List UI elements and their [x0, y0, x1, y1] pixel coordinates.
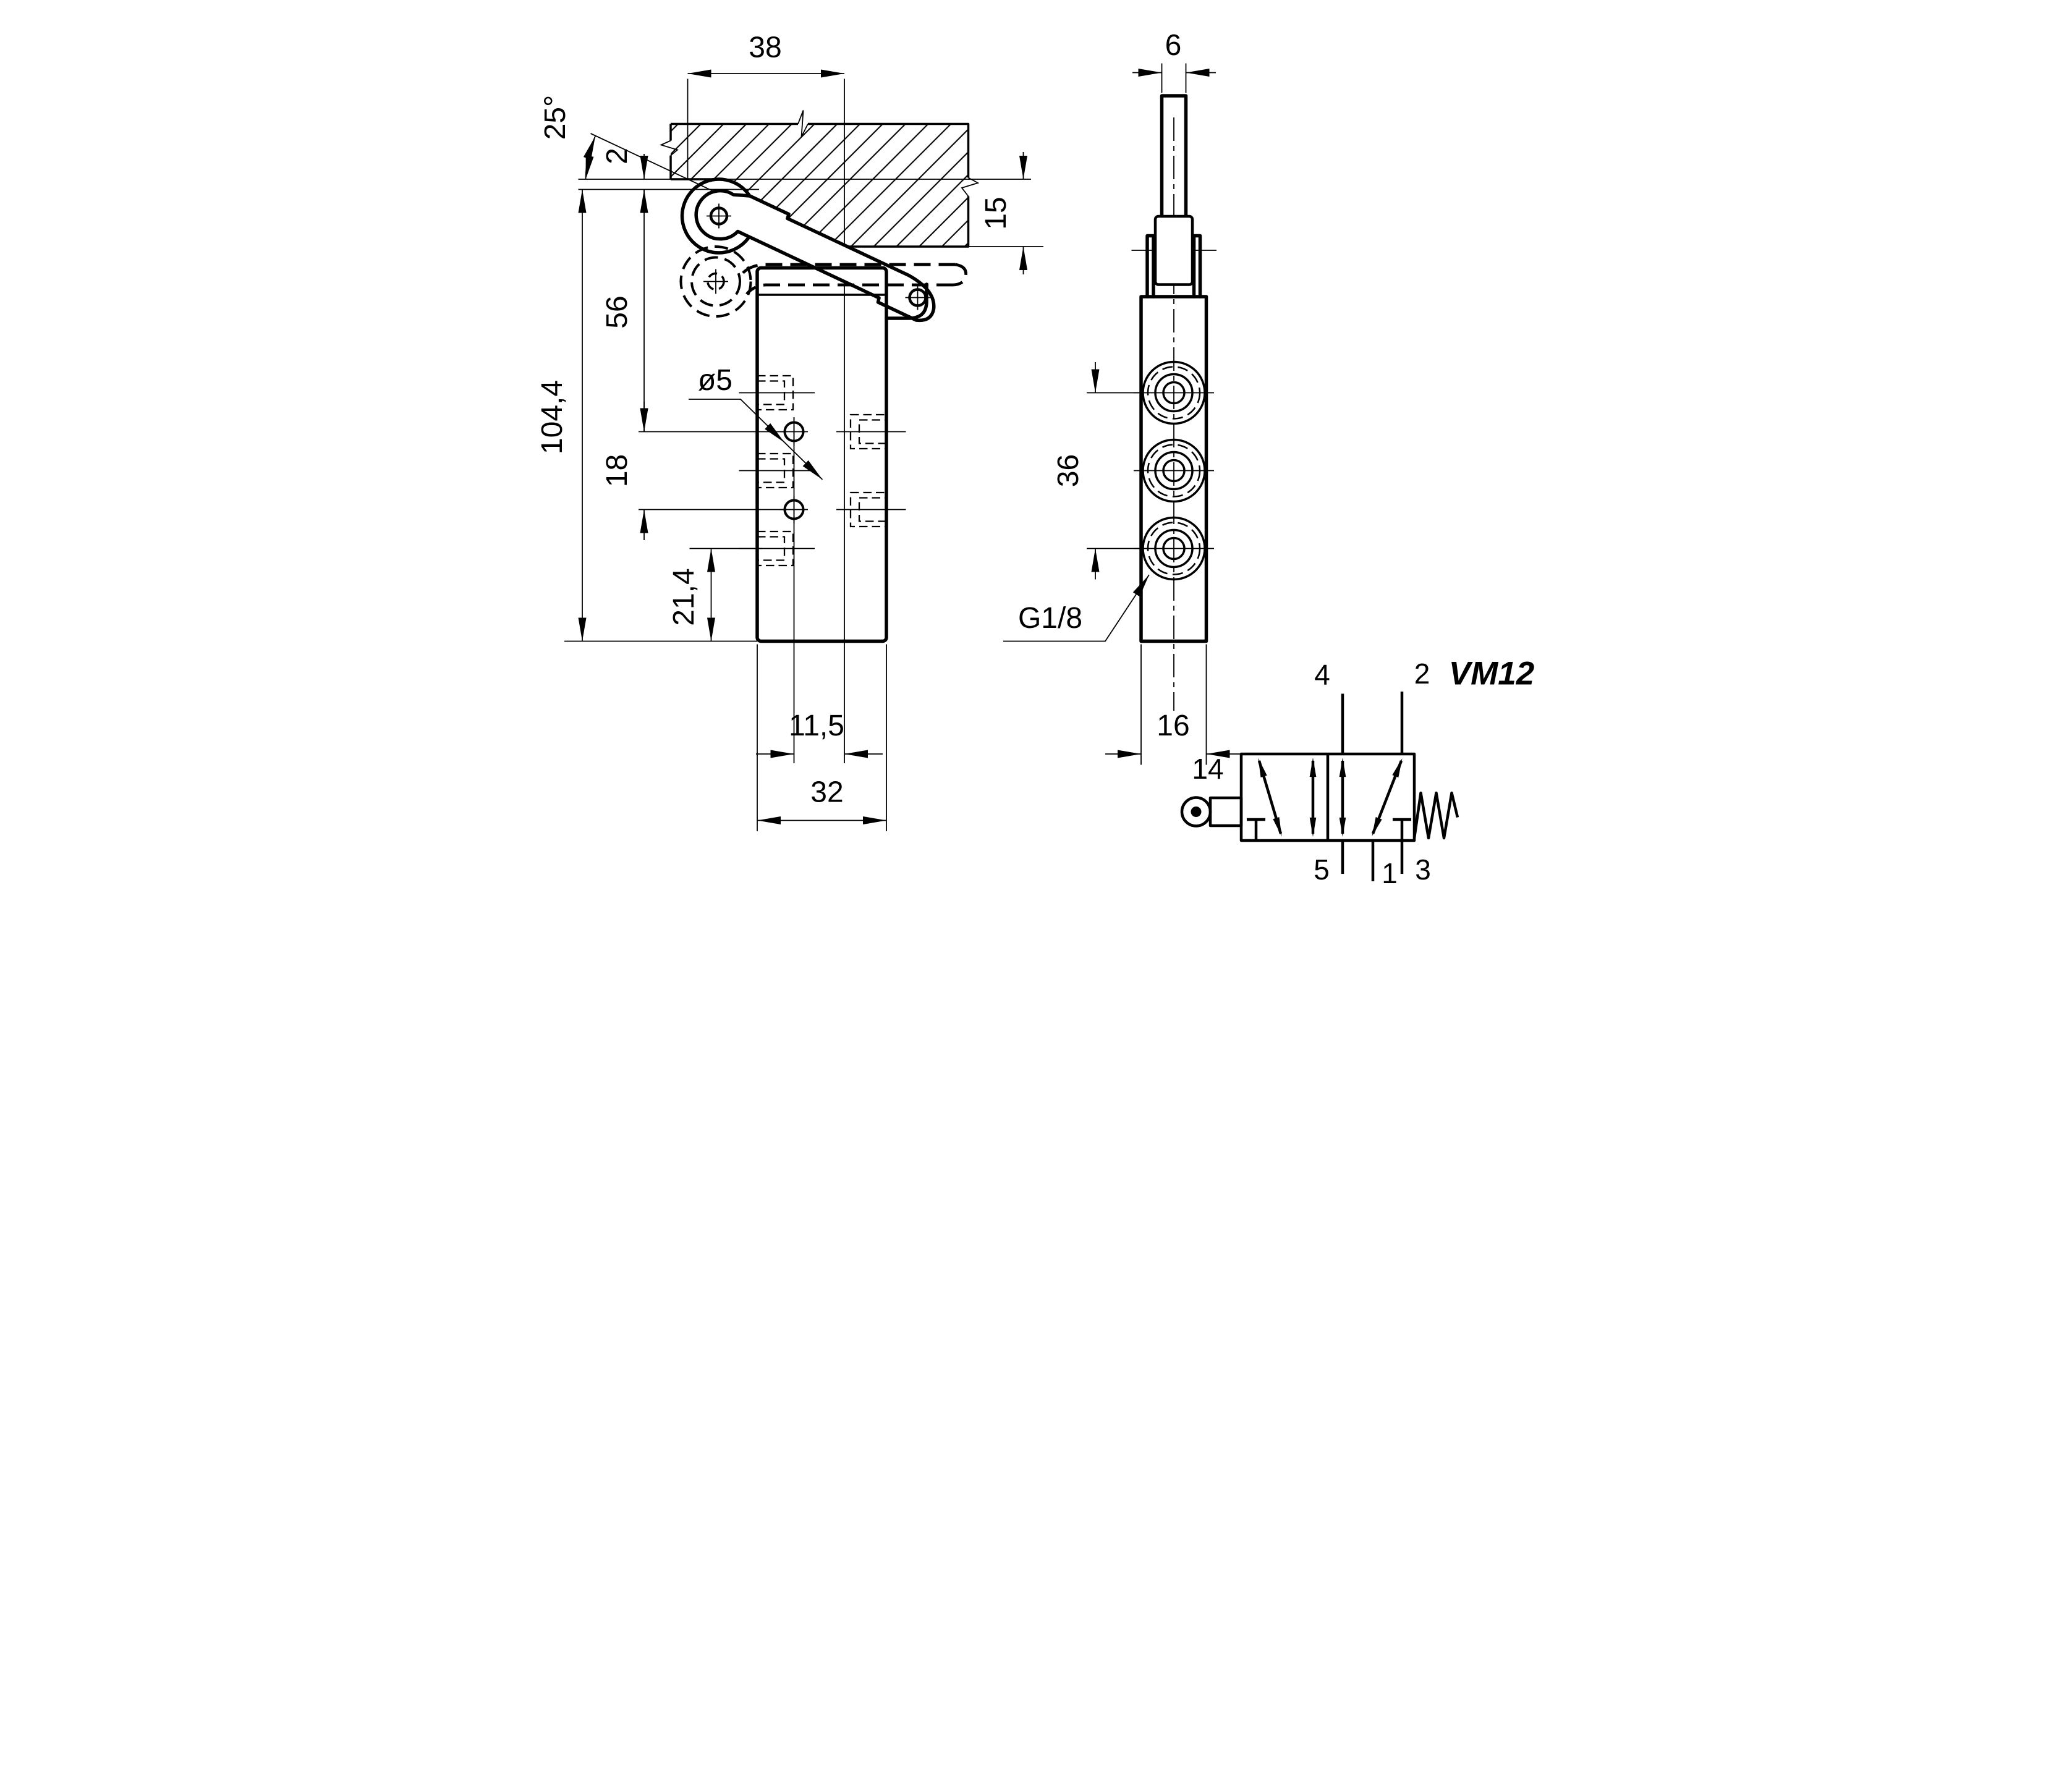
port-1-label: 1 [1382, 857, 1398, 885]
dim-32: 32 [757, 776, 886, 824]
front-ports [1134, 360, 1214, 581]
port-3-label: 3 [1415, 853, 1431, 885]
extension-lines [1087, 392, 1140, 549]
dim-16: 16 [1105, 709, 1241, 758]
port-14-label: 14 [1192, 753, 1223, 785]
port-left-2 [739, 452, 815, 489]
dim-18-label: 18 [601, 454, 634, 487]
dim-6-label: 6 [1165, 29, 1182, 62]
port-5-label: 5 [1314, 853, 1330, 885]
extension-lines [1161, 63, 1187, 93]
front-view: 6 36 16 G1/8 [1003, 29, 1241, 765]
roller-axle-crosshair [707, 203, 731, 229]
stub-ports-top [1341, 692, 1404, 754]
dim-11-5-label: 11,5 [789, 709, 844, 742]
cam-plate [659, 110, 980, 248]
port-4-label: 4 [1314, 659, 1330, 691]
break-line-top [797, 110, 809, 137]
port-left-1 [739, 375, 815, 411]
port-middle [1134, 438, 1214, 503]
dim-56-label: 56 [601, 295, 634, 328]
dim-6: 6 [1132, 29, 1216, 93]
dia5-label: ø5 [698, 364, 732, 397]
body-outline [755, 266, 888, 643]
break-line-right [961, 177, 980, 197]
dim-16-label: 16 [1157, 709, 1189, 742]
valve-drawing-canvas: 38 25° 2 104,4 56 18 [518, 0, 1554, 885]
symbol-rest-position [1339, 757, 1411, 841]
port-bottom [1134, 516, 1214, 581]
lever-arm [694, 188, 936, 323]
actuator-roller-dot [1191, 807, 1202, 817]
actuator-roller [1180, 796, 1212, 828]
dim-56: 56 [601, 189, 648, 432]
dim-2: 2 [601, 148, 648, 213]
lever-end-cap-free [953, 263, 967, 287]
body-extension-lines [1140, 644, 1207, 765]
front-reference [1131, 117, 1216, 765]
dim-15: 15 [968, 152, 1043, 274]
roller-stem [1160, 94, 1188, 218]
leader-dia5: ø5 [689, 364, 826, 483]
mounting-hole-2 [780, 496, 808, 523]
roller-actuator-symbol [1180, 796, 1243, 828]
dim-18: 18 [601, 402, 648, 540]
port-left-3 [739, 530, 815, 567]
fork-prong-left [1145, 234, 1155, 299]
roller-circle-free [679, 245, 752, 318]
technical-drawing-page: 38 25° 2 104,4 56 18 [518, 0, 1554, 885]
dim-104-4: 104,4 [536, 189, 587, 642]
dim-21-label: 21,4 [668, 568, 700, 625]
dim-38: 38 [687, 32, 844, 78]
roller-front [1153, 214, 1194, 286]
roller-lever-actuated [680, 177, 936, 323]
return-spring [1412, 791, 1459, 840]
axle-crosshair-free [703, 269, 728, 294]
dim-21-4: 21,4 [668, 548, 715, 642]
dim-25deg: 25° [539, 95, 600, 180]
dim-25-label: 25° [539, 95, 572, 140]
roller-lever-free [679, 245, 967, 318]
valve-body-side [739, 266, 928, 643]
symbol-actuated-position [1247, 756, 1317, 841]
port-right-1 [836, 413, 906, 450]
blocked-port [1247, 818, 1265, 841]
mounting-hole-1 [780, 418, 808, 446]
lever-bottom-edge-free [745, 283, 953, 295]
fork-prong-right [1192, 234, 1202, 299]
dim-15-label: 15 [980, 197, 1013, 229]
break-line-left [659, 140, 679, 156]
body-front-outline [1139, 295, 1208, 643]
leader-g18: G1/8 [1003, 572, 1153, 642]
dim-104-label: 104,4 [536, 380, 569, 454]
roller-fork [1145, 94, 1202, 299]
stub-ports-bottom [1341, 841, 1404, 881]
dim-38-label: 38 [749, 32, 781, 64]
dim-36-label: 36 [1052, 454, 1085, 487]
leader-line [1003, 574, 1150, 642]
dim-11-5: 11,5 [756, 709, 883, 758]
lever-top-edge-free [740, 263, 956, 276]
port-2-label: 2 [1414, 658, 1430, 690]
lever-end-free [690, 256, 741, 307]
valve-symbol: VM12 [1180, 656, 1534, 885]
cam-plate-hatch [671, 124, 969, 247]
left-view: 38 25° 2 104,4 56 18 [536, 32, 1043, 831]
dim-32-label: 32 [810, 776, 843, 809]
leader-line [689, 399, 823, 480]
hole-crosshair [780, 418, 808, 446]
dim-2-label: 2 [601, 148, 634, 164]
port-right-2 [836, 491, 906, 528]
dim-36: 36 [1052, 362, 1140, 580]
actuator-stem [1208, 796, 1243, 828]
port-top [1134, 360, 1214, 425]
model-label: VM12 [1449, 656, 1534, 692]
g18-label: G1/8 [1018, 602, 1082, 635]
blocked-port-3 [1393, 818, 1411, 841]
hole-crosshair [780, 496, 808, 523]
pivot-bracket [885, 282, 928, 320]
